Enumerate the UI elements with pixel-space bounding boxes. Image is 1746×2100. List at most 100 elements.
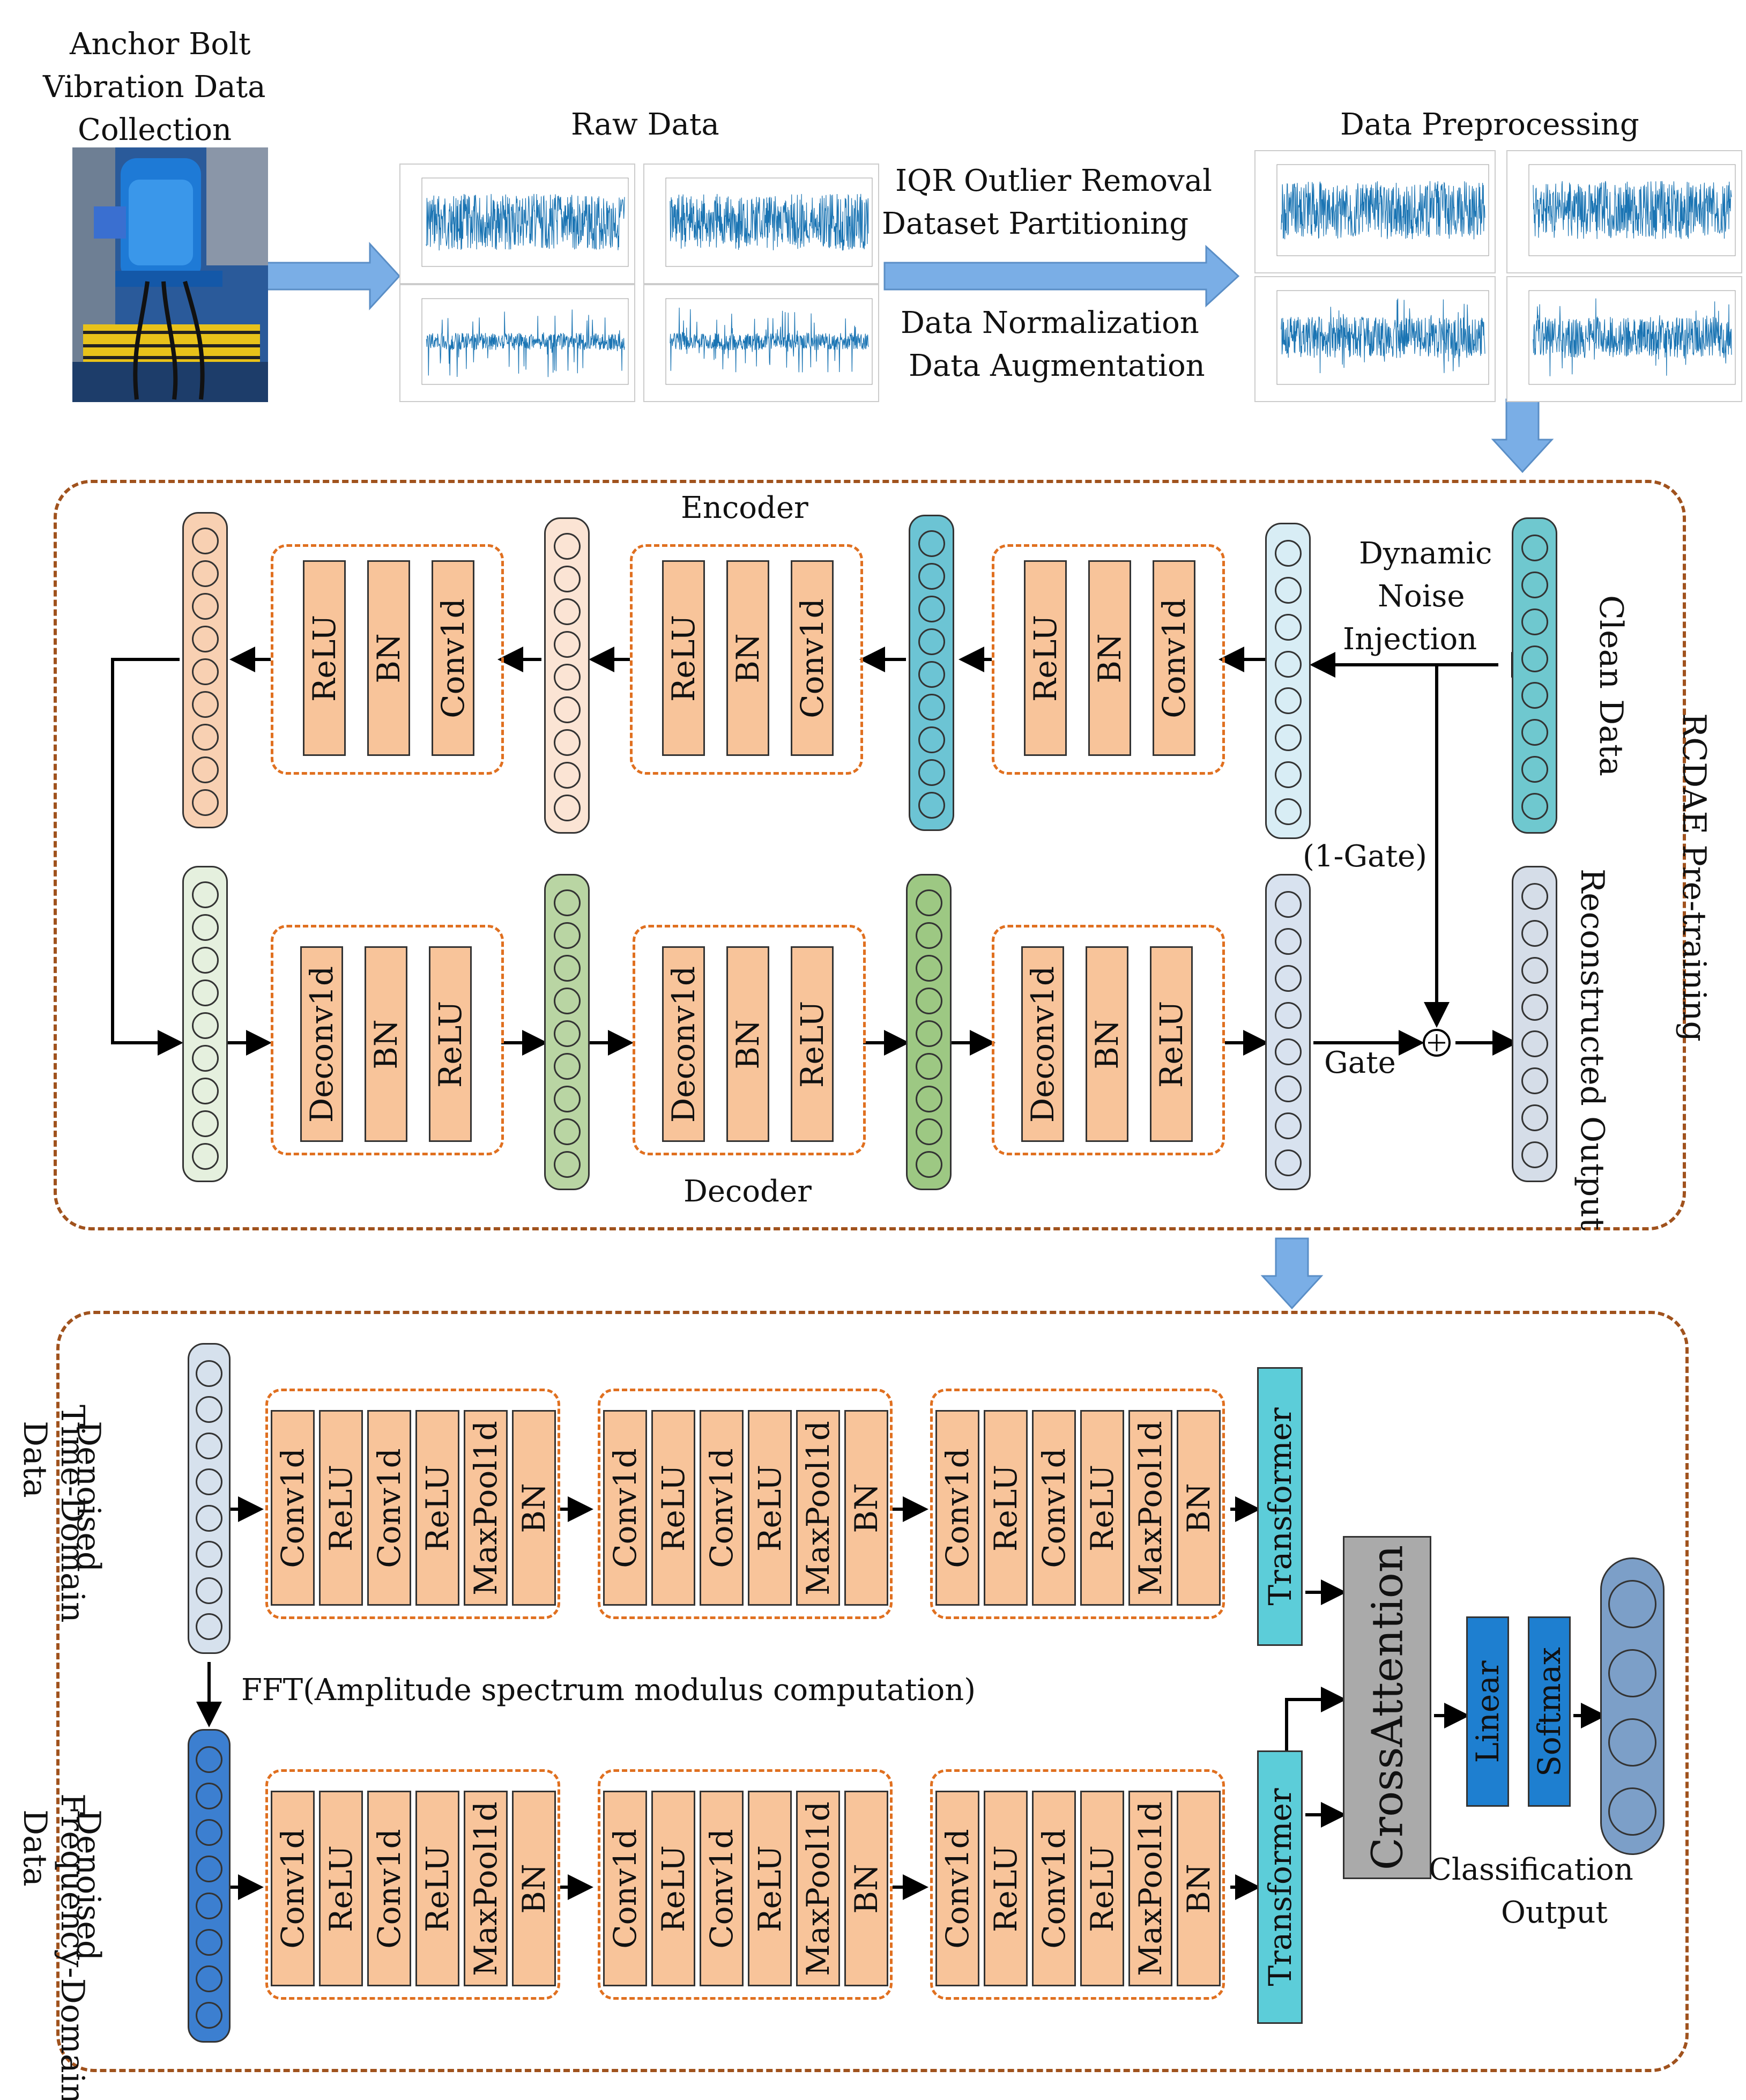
neuron <box>191 1143 219 1170</box>
frequency-domain-input-layer <box>188 1729 231 2043</box>
encoder-block-2 <box>630 544 863 775</box>
neuron <box>196 1360 222 1387</box>
neuron <box>915 1118 942 1146</box>
neuron <box>915 987 942 1014</box>
neuron <box>915 954 942 982</box>
decoder-block-3-relu: ReLU <box>1150 946 1193 1142</box>
neuron <box>1521 993 1548 1021</box>
neuron <box>918 726 945 754</box>
encoder-block-3-relu: ReLU <box>303 560 346 756</box>
cnn-layer-maxpool1d: MaxPool1d <box>1128 1410 1172 1606</box>
preprocessed-plot-mild <box>1506 150 1742 273</box>
step-normalization: Data Normalization <box>901 306 1199 340</box>
time-input-label-line3: Data <box>16 1421 54 1498</box>
encoder-block-1-relu: ReLU <box>1024 560 1067 756</box>
flow-arrow-raw-to-preprocess <box>883 244 1240 308</box>
linear-layer: Linear <box>1466 1616 1509 1807</box>
cnn-layer-bn: BN <box>512 1410 556 1606</box>
neuron <box>191 691 219 718</box>
encoder-block-2-conv1d: Conv1d <box>791 560 834 756</box>
neuron <box>196 1432 222 1459</box>
neuron <box>918 562 945 590</box>
collection-title-line2: Vibration Data <box>43 70 266 105</box>
decoder-block-2-deconv1d: Deconv1d <box>662 946 705 1142</box>
cnn-layer-bn: BN <box>1177 1791 1221 1986</box>
reconstructed-output-layer <box>1512 866 1557 1182</box>
cnn-layer-conv1d-b: Conv1d <box>1032 1410 1076 1606</box>
decoder-block-3-deconv1d: Deconv1d <box>1021 946 1064 1142</box>
cnn-layer-maxpool1d: MaxPool1d <box>796 1410 840 1606</box>
neuron <box>191 914 219 941</box>
cnn-layer-bn: BN <box>1177 1410 1221 1606</box>
neuron <box>1521 1067 1548 1095</box>
neuron <box>196 1613 222 1641</box>
cnn-layer-bn: BN <box>844 1791 888 1986</box>
neuron <box>196 1541 222 1568</box>
cnn-layer-relu-a: ReLU <box>984 1410 1028 1606</box>
softmax-layer: Softmax <box>1528 1616 1571 1807</box>
cnn-layer-conv1d-a: Conv1d <box>935 1410 979 1606</box>
decoder-block-1-relu: ReLU <box>429 946 472 1142</box>
encoder-layer-3 <box>182 512 228 828</box>
fft-label: FFT(Amplitude spectrum modulus computati… <box>241 1673 976 1708</box>
raw-plot-moderate <box>399 284 635 402</box>
encoder-block-1-bn: BN <box>1088 560 1131 756</box>
cnn-layer-relu-a: ReLU <box>319 1410 363 1606</box>
neuron <box>191 1078 219 1105</box>
neuron <box>918 661 945 688</box>
neuron <box>196 1504 222 1532</box>
decoder-output-layer <box>1265 874 1311 1190</box>
neuron <box>915 1053 942 1080</box>
rcdae-section-label: RCDAE Pre-training <box>1675 713 1713 1042</box>
time-input-label-line2: Time-Domain <box>54 1405 91 1623</box>
decoder-block-1-deconv1d: Deconv1d <box>300 946 343 1142</box>
neuron <box>1274 798 1302 825</box>
encoder-block-2-relu: ReLU <box>662 560 705 756</box>
cnn-layer-relu-a: ReLU <box>651 1791 695 1986</box>
neuron <box>191 592 219 620</box>
neuron <box>191 560 219 587</box>
noise-label-line1: Dynamic <box>1359 536 1492 571</box>
decoder-layer-2 <box>544 874 590 1190</box>
neuron <box>196 1928 222 1956</box>
neuron <box>915 1086 942 1113</box>
encoder-block-1 <box>992 544 1225 775</box>
neuron <box>553 1118 581 1146</box>
neuron <box>1274 687 1302 715</box>
preprocessed-plot-moderate <box>1254 276 1496 402</box>
machine-photo <box>72 147 268 402</box>
neuron <box>191 1045 219 1072</box>
neuron <box>1274 928 1302 955</box>
decoder-layer-3 <box>906 874 952 1190</box>
neuron <box>1521 1030 1548 1058</box>
one-minus-gate-label: (1-Gate) <box>1303 839 1428 874</box>
neuron <box>553 1151 581 1178</box>
flow-arrow-photo-to-raw <box>264 242 401 310</box>
cnn-layer-conv1d-b: Conv1d <box>367 1791 411 1986</box>
decoder-layer-1 <box>182 866 228 1182</box>
freq-transformer-to-attention-arrow <box>1285 1687 1347 1753</box>
gate-label: Gate <box>1324 1045 1396 1080</box>
cnn-layer-relu-b: ReLU <box>748 1410 792 1606</box>
cross-attention-block: CrossAttention <box>1343 1536 1431 1879</box>
neuron <box>1521 645 1548 672</box>
cnn-layer-relu-b: ReLU <box>415 1410 459 1606</box>
neuron <box>191 881 219 908</box>
neuron <box>191 527 219 554</box>
decoder-block-1 <box>271 925 504 1155</box>
neuron <box>553 729 581 756</box>
cnn-layer-relu-b: ReLU <box>1080 1410 1124 1606</box>
step-partitioning: Dataset Partitioning <box>882 206 1189 241</box>
neuron <box>1521 920 1548 947</box>
neuron <box>196 1468 222 1496</box>
decoder-block-2-bn: BN <box>726 946 769 1142</box>
neuron <box>553 987 581 1014</box>
cnn-layer-conv1d-a: Conv1d <box>935 1791 979 1986</box>
cnn-group-2 <box>598 1389 893 1619</box>
neuron <box>191 1110 219 1138</box>
encoder-to-decoder-arrow <box>111 658 183 1056</box>
neuron <box>1274 1075 1302 1103</box>
neuron <box>553 1086 581 1113</box>
